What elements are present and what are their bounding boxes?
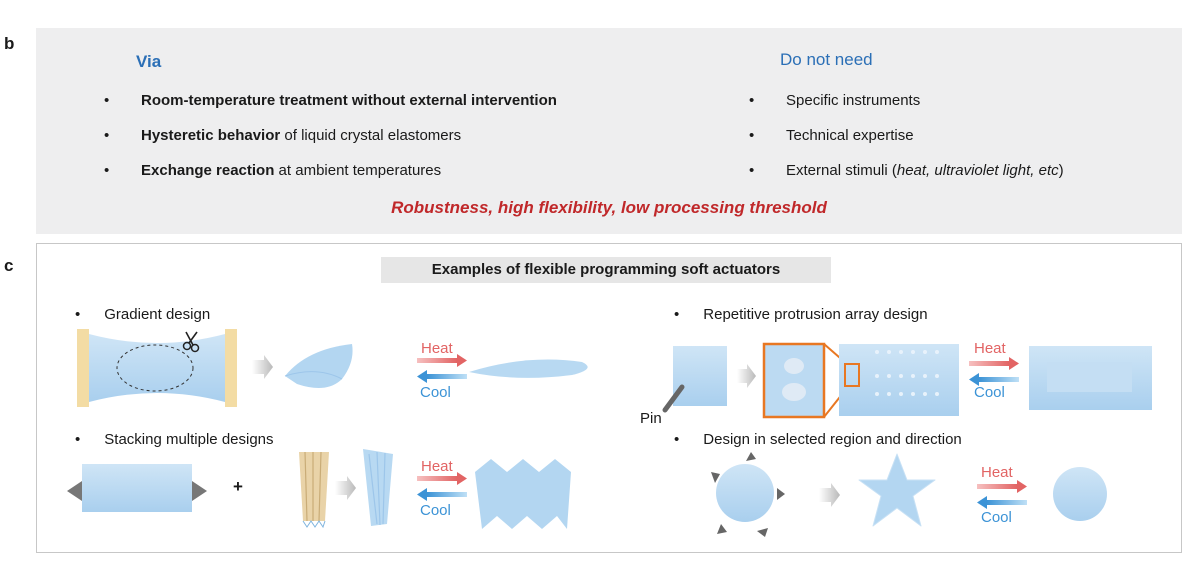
stacking-designs-diagram — [67, 449, 571, 529]
gradient-design-diagram — [77, 329, 588, 407]
do-not-need-heading: Do not need — [780, 50, 873, 69]
do-not-need-item: •Technical expertise — [749, 127, 914, 144]
cool-label: Cool — [981, 509, 1012, 526]
panel-b: Via •Room-temperature treatment without … — [36, 28, 1182, 234]
do-not-need-item: •Specific instruments — [749, 92, 921, 109]
cool-label: Cool — [974, 384, 1005, 401]
cool-label: Cool — [420, 502, 451, 519]
pin-label: Pin — [640, 410, 662, 427]
heat-label: Heat — [421, 340, 453, 357]
via-heading: Via — [136, 52, 162, 71]
via-list: •Room-temperature treatment without exte… — [104, 91, 557, 196]
scissors-icon — [182, 331, 200, 353]
tagline: Robustness, high flexibility, low proces… — [391, 198, 827, 217]
panel-c: Examples of flexible programming soft ac… — [36, 243, 1182, 553]
protrusion-array-label: •Repetitive protrusion array design — [674, 306, 928, 323]
cool-label: Cool — [420, 384, 451, 401]
via-item: •Room-temperature treatment without exte… — [104, 92, 557, 109]
plus-sign: + — [233, 477, 243, 496]
protrusion-array-diagram — [662, 342, 1152, 419]
selected-region-diagram — [711, 452, 1107, 537]
actuator-diagrams — [67, 329, 1152, 537]
panel-c-title: Examples of flexible programming soft ac… — [381, 257, 831, 283]
heat-label: Heat — [421, 458, 453, 475]
panel-letter-c: c — [4, 256, 14, 275]
heat-label: Heat — [981, 464, 1013, 481]
heat-label: Heat — [974, 340, 1006, 357]
panel-letter-b: b — [4, 34, 15, 53]
via-item: •Hysteretic behavior of liquid crystal e… — [104, 127, 462, 144]
gradient-design-label: •Gradient design — [75, 306, 211, 323]
selected-region-label: •Design in selected region and direction — [674, 431, 962, 448]
pin-icon — [662, 384, 685, 413]
do-not-need-list: •Specific instruments •Technical experti… — [749, 91, 1064, 196]
direction-arrows — [711, 452, 785, 537]
via-item: •Exchange reaction at ambient temperatur… — [104, 162, 442, 179]
stacking-designs-label: •Stacking multiple designs — [75, 431, 274, 448]
do-not-need-item: •External stimuli (heat, ultraviolet lig… — [749, 162, 1064, 179]
